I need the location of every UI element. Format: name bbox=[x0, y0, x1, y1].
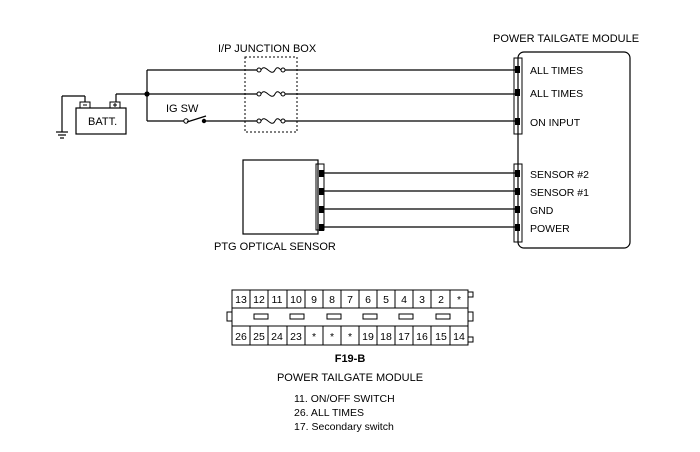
connector-cell: 5 bbox=[383, 294, 389, 306]
power-tailgate-module-box bbox=[517, 51, 631, 249]
connector-top-row: 13 12 11 10 9 8 7 6 5 4 3 2 * bbox=[235, 294, 461, 306]
connector-cell: 23 bbox=[290, 331, 302, 343]
module-title: POWER TAILGATE MODULE bbox=[493, 33, 639, 45]
module-pin-gnd: GND bbox=[530, 205, 554, 217]
module-pin-all-times-1: ALL TIMES bbox=[530, 65, 583, 77]
connector-cell: 8 bbox=[329, 294, 335, 306]
module-connector-lower bbox=[513, 163, 523, 243]
fuse-1 bbox=[256, 67, 286, 73]
connector-cell: * bbox=[457, 294, 461, 306]
fuse-2 bbox=[256, 91, 286, 97]
connector-cell: 14 bbox=[453, 331, 465, 343]
pin-note: 11. ON/OFF SWITCH bbox=[294, 393, 395, 405]
power-wires bbox=[115, 69, 515, 122]
junction-box-label: I/P JUNCTION BOX bbox=[218, 43, 317, 55]
connector-cell: 24 bbox=[271, 331, 283, 343]
connector-cell: 3 bbox=[419, 294, 425, 306]
ground-symbol bbox=[56, 95, 86, 139]
pin-note: 26. ALL TIMES bbox=[294, 407, 364, 419]
module-pin-all-times-2: ALL TIMES bbox=[530, 88, 583, 100]
connector-name: POWER TAILGATE MODULE bbox=[277, 372, 423, 384]
connector-cell: 16 bbox=[416, 331, 428, 343]
connector-cell: * bbox=[312, 331, 316, 343]
sensor-label: PTG OPTICAL SENSOR bbox=[214, 241, 336, 253]
connector-cell: * bbox=[330, 331, 334, 343]
connector-cell: 2 bbox=[438, 294, 444, 306]
connector-cell: 13 bbox=[235, 294, 247, 306]
connector-cell: 19 bbox=[362, 331, 374, 343]
connector-cell: 9 bbox=[311, 294, 317, 306]
connector-cell: 12 bbox=[253, 294, 265, 306]
sensor-terminals bbox=[319, 170, 324, 231]
connector-cell: 4 bbox=[401, 294, 407, 306]
connector-cell: 11 bbox=[272, 294, 283, 306]
battery-label: BATT. bbox=[88, 116, 117, 128]
connector-bottom-row: 26 25 24 23 * * * 19 18 17 16 15 14 bbox=[235, 331, 465, 343]
pin-note: 17. Secondary switch bbox=[294, 421, 394, 433]
connector-cell: 7 bbox=[347, 294, 353, 306]
ig-switch bbox=[183, 115, 207, 124]
ptg-optical-sensor bbox=[242, 159, 319, 235]
module-pin-sensor-2: SENSOR #2 bbox=[530, 169, 589, 181]
connector-cell: 17 bbox=[398, 331, 410, 343]
fuse-3 bbox=[256, 118, 286, 124]
connector-cell: 10 bbox=[290, 294, 302, 306]
connector-cell: 26 bbox=[235, 331, 247, 343]
module-connector-upper bbox=[513, 57, 523, 135]
connector-cell: 6 bbox=[365, 294, 371, 306]
module-terminals bbox=[515, 66, 520, 231]
connector-cell: 25 bbox=[253, 331, 265, 343]
connector-cell: 15 bbox=[435, 331, 447, 343]
connector-id: F19-B bbox=[335, 353, 366, 365]
connector-face bbox=[226, 289, 474, 346]
sensor-wires bbox=[324, 172, 515, 228]
module-pin-sensor-1: SENSOR #1 bbox=[530, 187, 589, 199]
connector-cell: * bbox=[348, 331, 352, 343]
module-pin-power: POWER bbox=[530, 223, 570, 235]
module-pin-on-input: ON INPUT bbox=[530, 117, 581, 129]
ig-switch-label: IG SW bbox=[166, 103, 199, 115]
connector-cell: 18 bbox=[380, 331, 392, 343]
